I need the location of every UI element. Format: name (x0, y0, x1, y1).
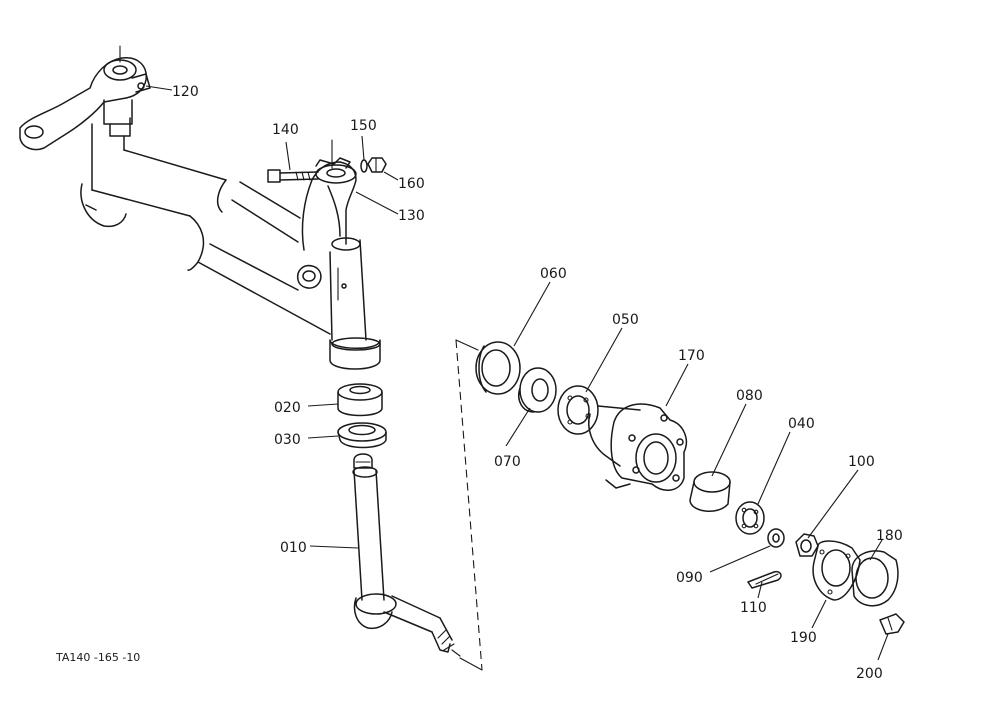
thrust-bearing-and-seal (337, 383, 387, 449)
hub-bearings (475, 341, 599, 435)
hub-cap-assembly (812, 540, 905, 635)
knuckle-arm-assembly (267, 139, 387, 370)
part-number-010: 010 (280, 540, 307, 556)
steering-knuckle (352, 339, 483, 671)
part-labels: 120 140 150 160 130 020 030 010 060 070 … (55, 84, 903, 682)
drawing-code: TA140 -165 -10 (55, 651, 140, 664)
part-number-060: 060 (540, 266, 567, 282)
part-number-050: 050 (612, 312, 639, 328)
part-number-030: 030 (274, 432, 301, 448)
part-number-160: 160 (398, 176, 425, 192)
wheel-hub (588, 403, 688, 491)
part-number-140: 140 (272, 122, 299, 138)
part-number-090: 090 (676, 570, 703, 586)
part-number-120: 120 (172, 84, 199, 100)
part-number-130: 130 (398, 208, 425, 224)
part-number-200: 200 (856, 666, 883, 682)
part-number-070: 070 (494, 454, 521, 470)
front-axle-beam (19, 45, 331, 335)
part-number-100: 100 (848, 454, 875, 470)
part-number-170: 170 (678, 348, 705, 364)
part-number-110: 110 (740, 600, 767, 616)
part-number-020: 020 (274, 400, 301, 416)
leader-lines (145, 85, 889, 661)
hub-fasteners (689, 471, 819, 589)
part-number-190: 190 (790, 630, 817, 646)
part-number-040: 040 (788, 416, 815, 432)
part-number-180: 180 (876, 528, 903, 544)
part-number-080: 080 (736, 388, 763, 404)
part-number-150: 150 (350, 118, 377, 134)
